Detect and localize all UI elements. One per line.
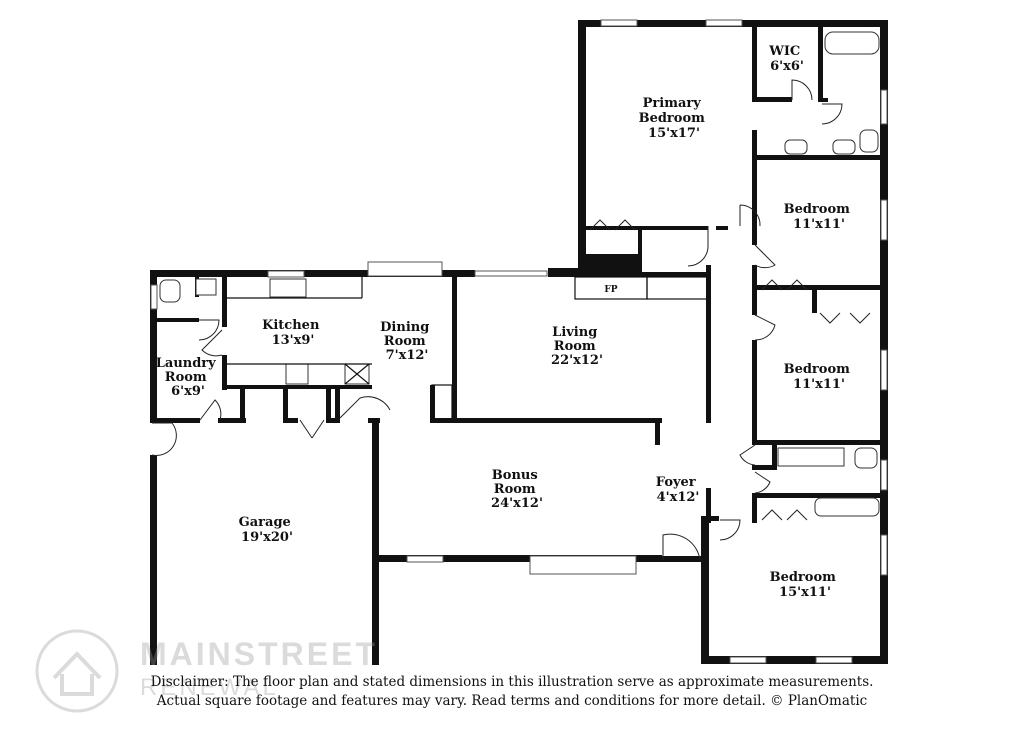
bedroom-1-label: Bedroom 11'x11' <box>784 202 855 232</box>
watermark-line1: MAINSTREET <box>140 636 378 672</box>
disclaimer-line-1: Disclaimer: The floor plan and stated di… <box>150 674 874 690</box>
exterior-walls <box>150 20 888 665</box>
fireplace-label: FP <box>604 285 617 295</box>
watermark-line2: RENEWAL <box>140 674 279 701</box>
garage-label: Garage 19'x20' <box>239 515 296 545</box>
interior-walls <box>150 20 882 523</box>
fixtures <box>159 31 880 517</box>
room-labels: Primary Bedroom 15'x17' WIC 6'x6' Bedroo… <box>156 44 855 600</box>
wic-label: WIC 6'x6' <box>768 44 805 74</box>
watermark-logo: MAINSTREET RENEWAL <box>32 626 392 726</box>
disclaimer-line-2: Actual square footage and features may v… <box>156 693 868 709</box>
house-logo-icon <box>35 629 119 713</box>
primary-bedroom-label: Primary Bedroom 15'x17' <box>639 96 710 141</box>
dining-room-label: Dining Room 7'x12' <box>380 320 434 363</box>
laundry-room-label: Laundry Room 6'x9' <box>156 356 221 399</box>
doors <box>151 79 871 561</box>
bedroom-3-label: Bedroom 15'x11' <box>770 570 841 600</box>
kitchen-label: Kitchen 13'x9' <box>262 318 324 348</box>
bonus-room-label: Bonus Room 24'x12' <box>491 468 543 511</box>
foyer-label: Foyer 4'x12' <box>656 475 700 505</box>
windows <box>150 19 888 664</box>
bedroom-2-label: Bedroom 11'x11' <box>784 362 855 392</box>
living-room-label: Living Room 22'x12' <box>551 325 603 368</box>
